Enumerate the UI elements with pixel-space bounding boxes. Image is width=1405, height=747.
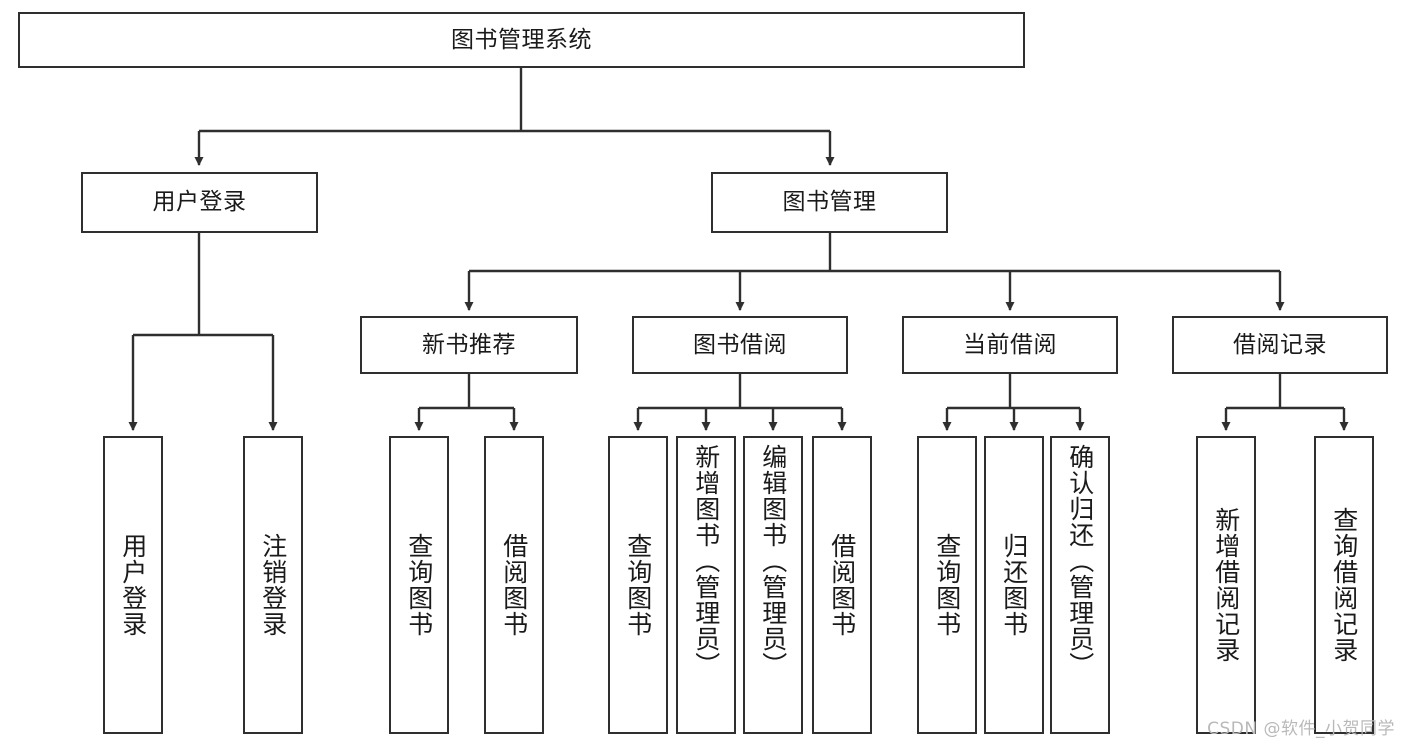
leaf-query-record-label: 查询借阅记录: [1329, 507, 1359, 663]
node-root[interactable]: 图书管理系统: [18, 12, 1025, 68]
leaf-query-book-2-label: 查询图书: [623, 533, 653, 637]
leaf-add-book-label: 新增图书（管理员）: [691, 444, 721, 678]
leaf-query-record[interactable]: 查询借阅记录: [1314, 436, 1374, 734]
leaf-return-book[interactable]: 归还图书: [984, 436, 1044, 734]
leaf-logout-label: 注销登录: [258, 533, 288, 637]
node-user-login-label: 用户登录: [152, 189, 247, 216]
leaf-borrow-book-1[interactable]: 借阅图书: [484, 436, 544, 734]
leaf-query-book-3[interactable]: 查询图书: [917, 436, 977, 734]
leaf-user-login-label: 用户登录: [118, 533, 148, 637]
leaf-confirm-return[interactable]: 确认归还（管理员）: [1050, 436, 1110, 734]
node-borrow-record-label: 借阅记录: [1233, 331, 1327, 358]
watermark: CSDN @软件_小贺同学: [1207, 719, 1395, 739]
leaf-borrow-book-2-label: 借阅图书: [827, 533, 857, 637]
leaf-query-book-1-label: 查询图书: [404, 533, 434, 637]
leaf-query-book-2[interactable]: 查询图书: [608, 436, 668, 734]
leaf-edit-book[interactable]: 编辑图书（管理员）: [743, 436, 803, 734]
leaf-borrow-book-1-label: 借阅图书: [499, 533, 529, 637]
node-current-borrow[interactable]: 当前借阅: [902, 316, 1118, 374]
leaf-return-book-label: 归还图书: [999, 533, 1029, 637]
node-book-manage[interactable]: 图书管理: [711, 172, 948, 233]
node-book-borrow[interactable]: 图书借阅: [632, 316, 848, 374]
node-root-label: 图书管理系统: [451, 26, 592, 53]
node-new-book-rec-label: 新书推荐: [422, 331, 516, 358]
leaf-query-book-1[interactable]: 查询图书: [389, 436, 449, 734]
leaf-add-record-label: 新增借阅记录: [1211, 507, 1241, 663]
leaf-edit-book-label: 编辑图书（管理员）: [758, 444, 788, 678]
leaf-confirm-return-label: 确认归还（管理员）: [1065, 444, 1095, 678]
leaf-add-book[interactable]: 新增图书（管理员）: [676, 436, 736, 734]
node-user-login[interactable]: 用户登录: [81, 172, 318, 233]
node-new-book-rec[interactable]: 新书推荐: [360, 316, 578, 374]
leaf-query-book-3-label: 查询图书: [932, 533, 962, 637]
node-borrow-record[interactable]: 借阅记录: [1172, 316, 1388, 374]
leaf-add-record[interactable]: 新增借阅记录: [1196, 436, 1256, 734]
leaf-user-login[interactable]: 用户登录: [103, 436, 163, 734]
leaf-borrow-book-2[interactable]: 借阅图书: [812, 436, 872, 734]
node-book-manage-label: 图书管理: [782, 189, 877, 216]
leaf-logout[interactable]: 注销登录: [243, 436, 303, 734]
node-book-borrow-label: 图书借阅: [693, 331, 787, 358]
node-current-borrow-label: 当前借阅: [963, 331, 1057, 358]
